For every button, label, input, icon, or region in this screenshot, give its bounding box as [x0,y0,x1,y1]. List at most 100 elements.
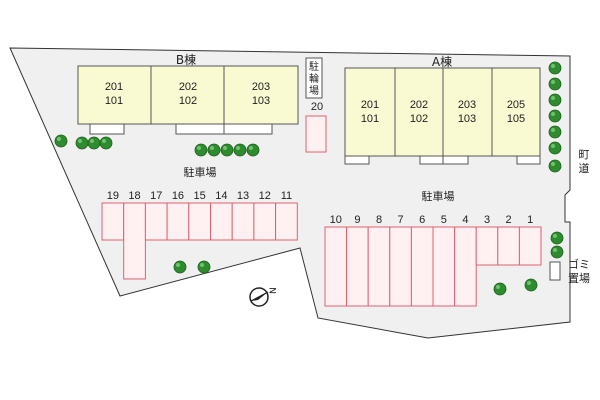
tree-icon [194,143,208,157]
parking-space-2 [497,226,520,266]
tree-highlight [527,281,531,285]
trees [54,61,564,296]
building-a-balcony [442,155,469,165]
tree-icon [173,260,187,274]
tree-icon [548,159,562,173]
tree-icon [233,143,247,157]
bicycle-parking-label-3: 場 [309,84,319,97]
parking-space-8 [367,226,391,307]
tree-icon [220,143,234,157]
unit-a-102: 102 [410,113,428,125]
unit-b-101: 101 [105,95,123,107]
parking-space-9-number: 9 [354,214,360,226]
tree-icon [87,136,101,150]
road-label-1: 町 [579,148,590,161]
parking-space-1 [518,226,542,266]
parking-space-17 [144,202,168,241]
parking-space-16 [166,202,190,241]
parking-space-1-number: 1 [527,214,533,226]
tree-icon [548,61,562,75]
garbage-label-1: ゴミ [568,257,590,271]
bicycle-parking-label-2: 輪 [309,72,319,85]
tree-highlight [210,146,214,150]
parking-space-3 [475,226,499,266]
unit-b-202: 202 [179,81,197,93]
parking-space-19-number: 19 [107,190,119,202]
compass-label: N [269,287,279,294]
tree-highlight [551,96,555,100]
parking-space-3-number: 3 [484,214,490,226]
tree-highlight [90,139,94,143]
tree-highlight [57,137,61,141]
parking-space-13-number: 13 [237,190,249,202]
parking-space-9 [346,226,369,307]
tree-icon [524,278,538,292]
parking-space-10 [324,226,348,307]
parking-space-20 [305,115,327,153]
unit-a-105: 105 [507,113,525,125]
unit-b-102: 102 [179,95,197,107]
parking-space-18 [123,202,146,280]
building-b-body [77,65,299,125]
compass-icon: N [249,287,279,307]
road-label-2: 道 [579,161,590,175]
tree-highlight [551,128,555,132]
tree-icon [75,136,89,150]
unit-a-203: 203 [458,99,476,111]
tree-highlight [496,285,500,289]
unit-b-201: 201 [105,81,123,93]
tree-icon [548,93,562,107]
tree-highlight [102,139,106,143]
building-a: A棟 201 101 202 102 203 103 205 105 [344,54,541,165]
parking-space-16-number: 16 [172,190,184,202]
parking-space-17-number: 17 [150,190,162,202]
parking-space-4-number: 4 [462,214,468,226]
tree-highlight [176,263,180,267]
parking-space-7 [389,226,412,307]
building-a-balcony [419,155,444,165]
parking-space-15-number: 15 [194,190,206,202]
parking-space-11-number: 11 [281,190,292,202]
tree-icon [548,141,562,155]
bicycle-parking-label-1: 駐 [309,60,319,73]
unit-b-203: 203 [252,81,270,93]
unit-b-103: 103 [252,95,270,107]
tree-highlight [200,263,204,267]
tree-icon [548,77,562,91]
tree-highlight [551,162,555,166]
garbage-box [549,261,561,281]
bicycle-parking: 駐 輪 場 [305,57,323,99]
unit-a-103: 103 [458,113,476,125]
tree-highlight [551,112,555,116]
garbage-label-2: 置場 [568,272,590,285]
parking-space-8-number: 8 [376,214,382,226]
parking-space-18-number: 18 [128,190,140,202]
tree-highlight [236,146,240,150]
building-b-label: B棟 [176,52,196,67]
tree-icon [550,245,564,259]
tree-highlight [551,144,555,148]
tree-icon [246,143,260,157]
parking-space-11 [275,202,298,241]
parking-space-6-number: 6 [419,214,425,226]
unit-a-202: 202 [410,99,428,111]
building-b-balcony [89,123,125,135]
tree-highlight [551,64,555,68]
parking-space-7-number: 7 [398,214,404,226]
parking-space-14-number: 14 [215,190,227,202]
unit-a-101: 101 [361,113,379,125]
tree-highlight [197,146,201,150]
parking-space-5-number: 5 [441,214,447,226]
tree-highlight [553,234,557,238]
tree-highlight [78,139,82,143]
building-a-balcony [516,155,541,165]
parking-space-15 [188,202,212,241]
building-a-label: A棟 [432,54,452,69]
tree-highlight [551,80,555,84]
unit-a-201: 201 [361,99,379,111]
tree-icon [99,136,113,150]
building-b-balcony [223,123,273,135]
